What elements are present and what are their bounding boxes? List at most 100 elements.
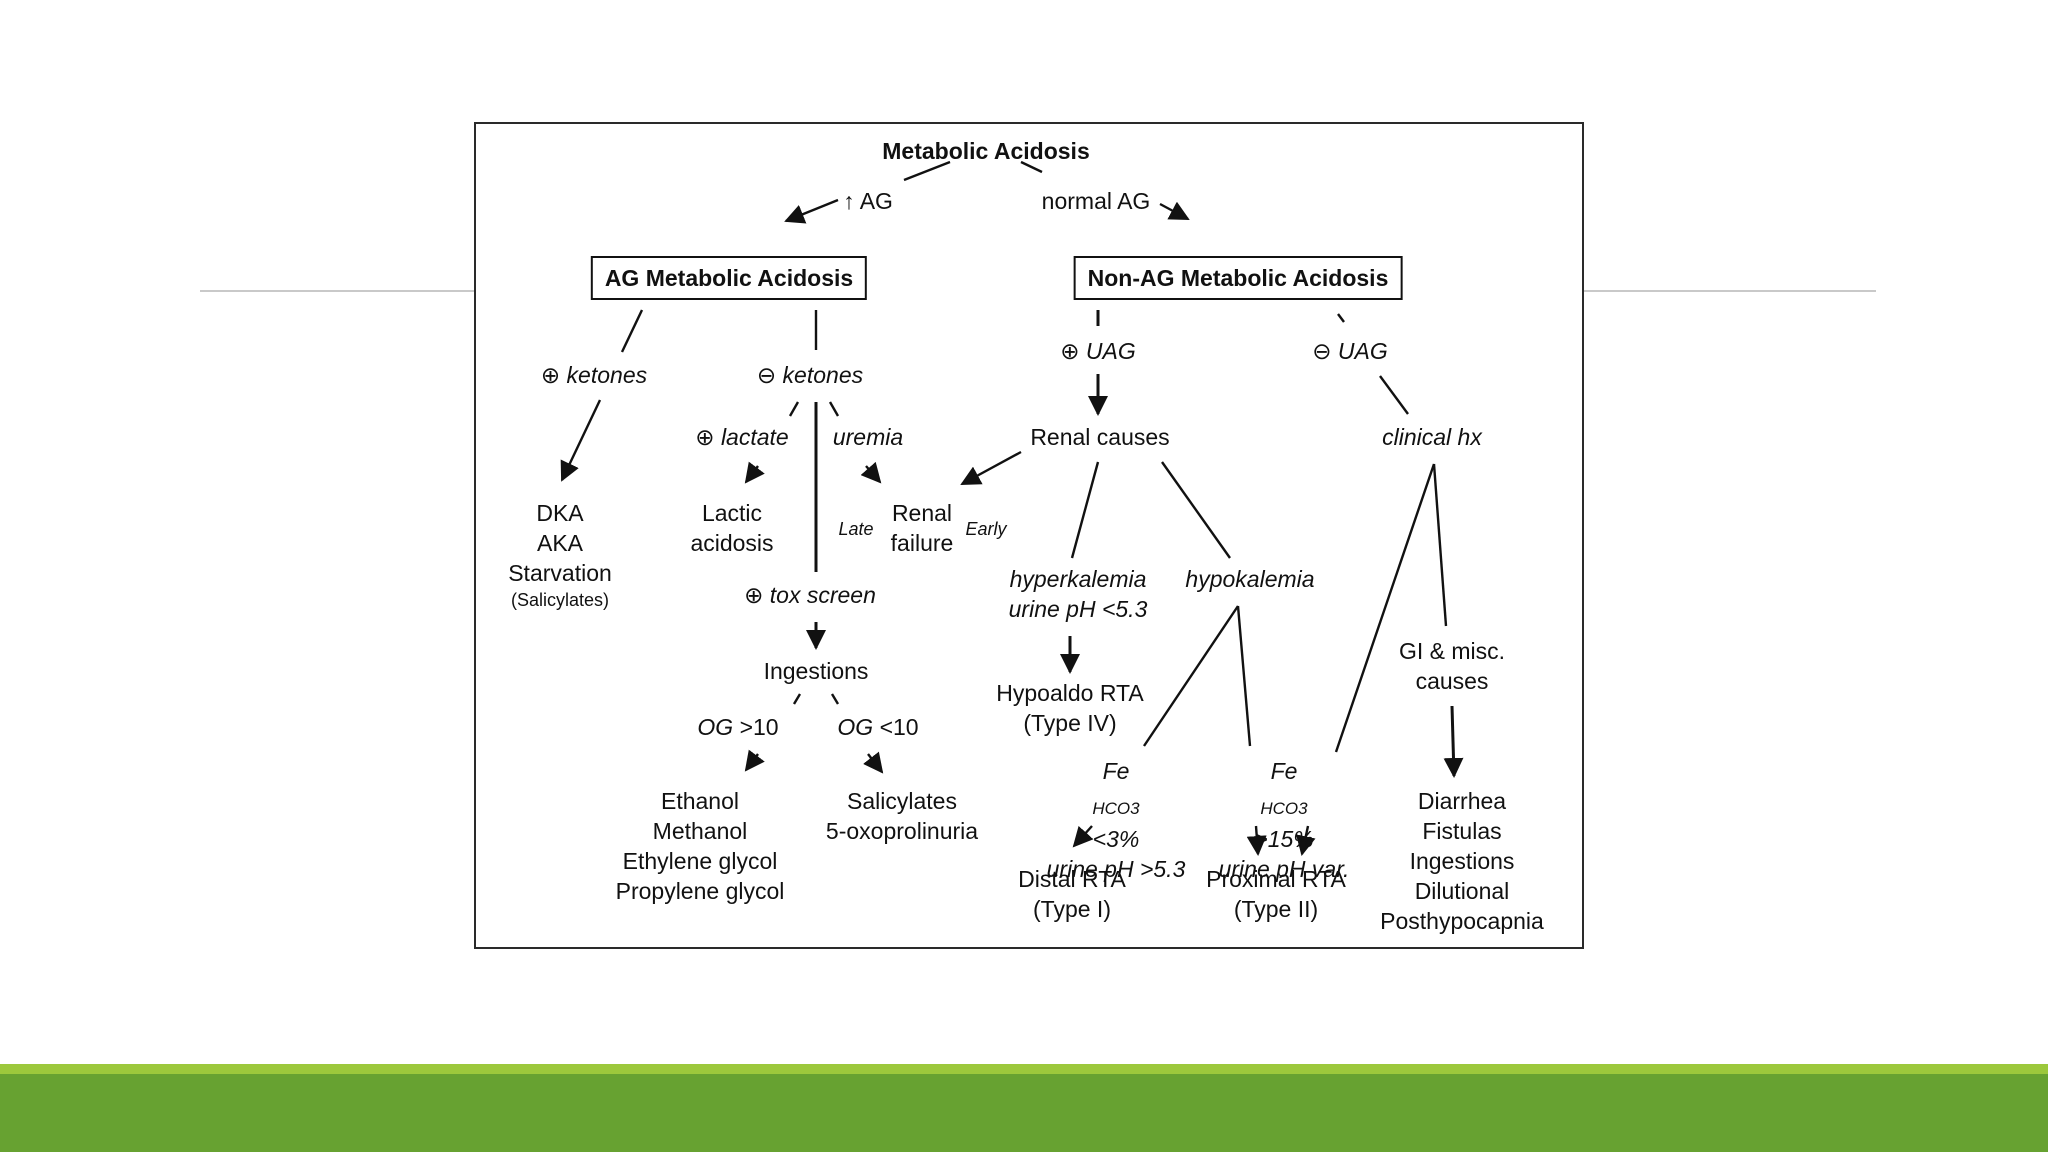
salicylates-line-1: Salicylates (847, 788, 957, 814)
edge-title-to-normal-ag (1020, 160, 1043, 174)
alcohol-ethanol: Ethanol (660, 788, 740, 814)
edge-neg-ketones-to-uremia (828, 401, 840, 417)
node-ag-metabolic-acidosis: AG Metabolic Acidosis (590, 256, 868, 300)
edge-fe-low-to-distal (1072, 825, 1094, 848)
gi-diarrhea: Diarrhea (1417, 788, 1507, 814)
gi-ingestions: Ingestions (1409, 848, 1515, 874)
node-pos-tox-screen: ⊕ tox screen (744, 582, 876, 608)
node-alcohols: Ethanol Methanol Ethylene glycol Propyle… (616, 786, 785, 906)
fe-high-fe: Fe (1270, 758, 1298, 784)
salicylates-line-2: 5-oxoprolinuria (825, 818, 979, 844)
edge-neg-uag-to-clinical (1379, 375, 1409, 415)
node-hyperkalemia: hyperkalemia urine pH <5.3 (1009, 564, 1148, 624)
ketoacidosis-aka: AKA (536, 530, 584, 556)
fe-high-sub: HCO3 (1260, 799, 1308, 818)
hypoaldo-line-2: (Type IV) (1023, 710, 1117, 736)
edge-pos-ketones-to-dka (560, 399, 602, 482)
edge-hypokalemia-to-fe-low (1143, 605, 1239, 747)
node-ingestions: Ingestions (763, 658, 869, 684)
node-renal-failure: Renal failure (891, 498, 954, 558)
node-gi-causes-list: Diarrhea Fistulas Ingestions Dilutional … (1380, 786, 1544, 936)
node-pos-ketones: ⊕ ketones (540, 362, 648, 388)
slide-rule-right (1584, 290, 1876, 292)
node-uremia: uremia (832, 424, 904, 450)
distal-line-1: Distal RTA (1018, 866, 1126, 892)
edge-hypokalemia-to-fe-high (1236, 605, 1252, 747)
lactic-line-1: Lactic (701, 500, 763, 526)
gi-causes-line-1: GI & misc. (1398, 638, 1506, 664)
hyperkalemia-line-2: urine pH <5.3 (1008, 596, 1148, 622)
edge-fe-high-to-proximal-b (1295, 825, 1316, 856)
hyperkalemia-line-1: hyperkalemia (1009, 566, 1147, 592)
node-proximal-rta: Proximal RTA (Type II) (1206, 864, 1346, 924)
metabolic-acidosis-flowchart: Metabolic Acidosis ↑ AG normal AG AG Met… (474, 122, 1584, 949)
gi-dilutional: Dilutional (1414, 878, 1510, 904)
edge-og-high-to-alcohols (744, 749, 765, 772)
fe-high-value: >15% (1254, 826, 1314, 852)
fe-low-value: <3% (1092, 826, 1140, 852)
ketoacidosis-dka: DKA (536, 500, 584, 526)
lactic-line-2: acidosis (690, 530, 774, 556)
edge-clinical-to-fe-high (1334, 463, 1436, 753)
fe-low-fe: Fe (1102, 758, 1130, 784)
ketoacidosis-starvation: Starvation (508, 560, 612, 586)
node-gi-misc-causes: GI & misc. causes (1399, 636, 1505, 696)
og-high-value: >10 (733, 714, 779, 740)
hypoaldo-line-1: Hypoaldo RTA (996, 680, 1144, 706)
edge-label-high-ag: ↑ AG (843, 188, 893, 214)
renal-failure-line-1: Renal (891, 500, 953, 526)
node-hypokalemia: hypokalemia (1185, 566, 1315, 592)
edge-nonag-to-neg-uag (1337, 313, 1345, 323)
edge-uremia-to-renal-failure (860, 461, 882, 484)
edge-ingestions-to-og-low (830, 693, 840, 705)
node-hypoaldo-rta: Hypoaldo RTA (Type IV) (996, 678, 1143, 738)
edge-lactate-to-lactic (744, 461, 765, 484)
gi-posthypocapnia: Posthypocapnia (1380, 908, 1544, 934)
fe-low-line-2: urine pH >5.3 (1046, 856, 1186, 882)
node-neg-ketones: ⊖ ketones (756, 362, 864, 388)
node-og-high: OG >10 (697, 712, 778, 742)
edge-ingestions-to-og-high (792, 693, 802, 705)
edge-normal-ag-to-nonag-box (1159, 201, 1190, 221)
node-neg-uag: ⊖ UAG (1312, 338, 1388, 364)
distal-line-2: (Type I) (1033, 896, 1111, 922)
footer-bar (0, 1074, 2048, 1152)
node-og-low: OG <10 (837, 712, 918, 742)
renal-failure-line-2: failure (890, 530, 954, 556)
alcohol-ethylene-glycol: Ethylene glycol (622, 848, 778, 874)
alcohol-propylene-glycol: Propylene glycol (615, 878, 785, 904)
ketoacidosis-salicylates: (Salicylates) (510, 590, 610, 610)
slide-rule-left (200, 290, 475, 292)
og-low-og: OG (837, 714, 874, 740)
edge-renal-to-renal-failure (960, 450, 1022, 486)
edge-title-to-high-ag (903, 160, 951, 182)
label-late: Late (838, 519, 874, 539)
node-pos-uag: ⊕ UAG (1060, 338, 1136, 364)
node-distal-rta: Distal RTA (Type I) (1018, 864, 1126, 924)
edge-renal-to-hypokalemia (1161, 461, 1231, 559)
node-lactic-acidosis: Lactic acidosis (690, 498, 773, 558)
edge-gi-to-list (1443, 705, 1464, 778)
node-ketoacidosis-causes: DKA AKA Starvation (Salicylates) (508, 498, 612, 612)
fe-high-line-2: urine pH var. (1218, 856, 1350, 882)
flowchart-connectors (560, 160, 1464, 856)
node-renal-causes: Renal causes (1030, 424, 1170, 450)
alcohol-methanol: Methanol (652, 818, 748, 844)
gi-fistulas: Fistulas (1422, 818, 1502, 844)
edge-renal-to-hyperkalemia (1070, 461, 1100, 559)
edge-ag-to-pos-ketones (620, 309, 644, 353)
edge-clinical-to-gi (1432, 463, 1448, 627)
label-early: Early (965, 519, 1007, 539)
edge-label-normal-ag: normal AG (1041, 188, 1151, 214)
og-low-value: <10 (873, 714, 919, 740)
node-nonag-metabolic-acidosis: Non-AG Metabolic Acidosis (1073, 256, 1403, 300)
proximal-line-2: (Type II) (1233, 896, 1319, 922)
og-high-og: OG (697, 714, 734, 740)
edge-fe-high-to-proximal-a (1246, 825, 1267, 856)
edge-og-low-to-salicylates (863, 751, 884, 774)
node-salicylates: Salicylates 5-oxoprolinuria (826, 786, 978, 846)
